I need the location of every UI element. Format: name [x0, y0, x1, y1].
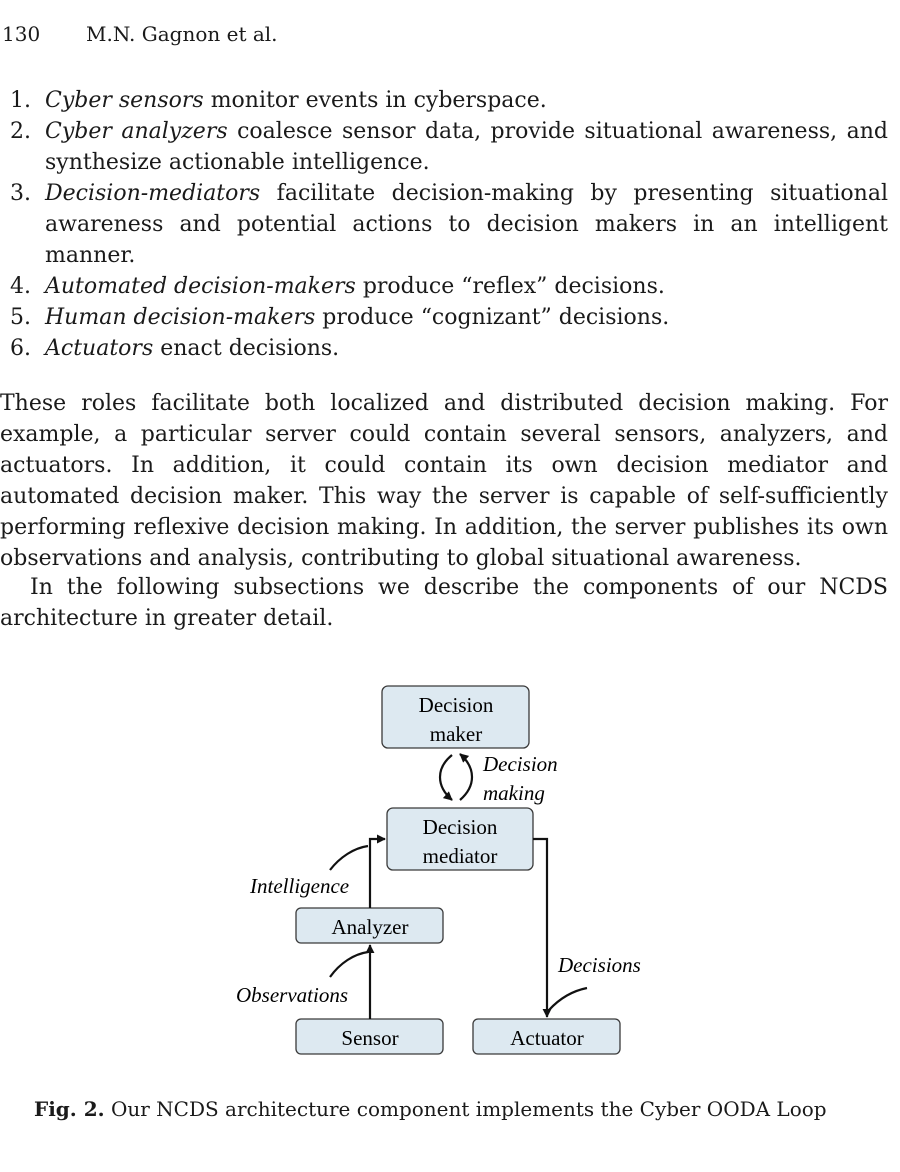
decisions-curve: [548, 986, 588, 1011]
edge-label-intelligence: Intelligence: [249, 874, 349, 898]
intelligence-curve: [329, 844, 369, 871]
svg-text:Decision: Decision: [423, 815, 498, 839]
running-authors: M.N. Gagnon et al.: [86, 22, 278, 46]
role-list: 1.Cyber sensors monitor events in cybers…: [0, 85, 888, 364]
intelligence-arrow: [368, 834, 386, 908]
list-term: Decision-mediators: [45, 181, 261, 206]
caption-text: Our NCDS architecture component implemen…: [104, 1097, 827, 1121]
analyzer-node: Analyzer: [295, 907, 444, 944]
svg-text:Sensor: Sensor: [341, 1026, 398, 1050]
observations-curve: [329, 950, 369, 978]
decision-making-cycle-arrow: [459, 753, 474, 801]
svg-text:maker: maker: [430, 722, 482, 746]
list-term: Human decision-makers: [45, 305, 316, 330]
svg-text:Decision: Decision: [419, 693, 494, 717]
running-header: 130 M.N. Gagnon et al.: [2, 22, 278, 46]
list-item: 1.Cyber sensors monitor events in cybers…: [10, 88, 547, 113]
list-term: Actuators: [45, 336, 154, 361]
list-term: Cyber analyzers: [45, 119, 228, 144]
decision-making-cycle-arrow: [438, 754, 453, 801]
list-item: 6.Actuators enact decisions.: [10, 336, 340, 361]
svg-text:Actuator: Actuator: [510, 1026, 583, 1050]
svg-text:mediator: mediator: [423, 844, 498, 868]
edge-label-decision-making: making: [483, 781, 545, 805]
sensor-node: Sensor: [295, 1018, 444, 1055]
edge-label-decisions: Decisions: [557, 953, 641, 977]
list-item: 4.Automated decision-makers produce “ref…: [10, 274, 665, 299]
list-item: 3.Decision-mediators facilitate decision…: [10, 181, 888, 268]
list-item: 5.Human decision-makers produce “cogniza…: [10, 305, 670, 330]
list-item: 2.Cyber analyzers coalesce sensor data, …: [10, 119, 888, 175]
edge-label-observations: Observations: [236, 983, 348, 1007]
list-term: Cyber sensors: [45, 88, 204, 113]
decision-maker-node: Decision maker: [381, 685, 530, 749]
page-number: 130: [2, 22, 41, 46]
svg-text:Analyzer: Analyzer: [332, 915, 409, 939]
body-paragraph: These roles facilitate both localized an…: [0, 391, 888, 571]
figure-caption: Fig. 2. Our NCDS architecture component …: [34, 1097, 827, 1121]
list-term: Automated decision-makers: [45, 274, 356, 299]
actuator-node: Actuator: [472, 1018, 621, 1055]
decisions-arrow: [533, 837, 552, 1018]
body-paragraph: In the following subsections we describe…: [0, 575, 888, 631]
figure-label: Fig. 2.: [34, 1097, 105, 1121]
edge-label-decision-making: Decision: [482, 752, 558, 776]
decision-mediator-node: Decision mediator: [386, 807, 534, 871]
